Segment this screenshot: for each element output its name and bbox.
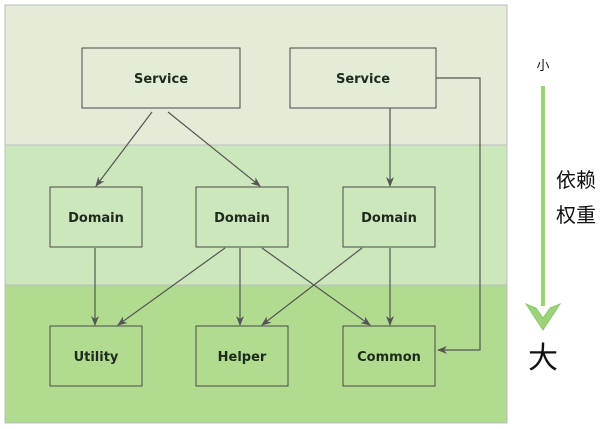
node-label: Domain [68, 211, 124, 226]
edge-domain2-common [261, 247, 371, 326]
node-label: Domain [361, 211, 417, 226]
weight-arrow-shaft [541, 86, 545, 306]
legend-middle-line1: 依赖 [556, 168, 596, 192]
node-service-1: Service [81, 47, 241, 109]
weight-legend: 小 依赖 权重 大 [524, 59, 596, 376]
node-utility: Utility [49, 325, 143, 387]
node-label: Utility [74, 350, 119, 365]
edge-domain2-utility [117, 247, 226, 326]
node-domain-1: Domain [49, 186, 143, 248]
service-layer [4, 4, 508, 146]
edge-domain3-helper [261, 247, 363, 326]
base-layer [4, 284, 508, 424]
domain-layer [4, 144, 508, 286]
node-domain-2: Domain [195, 186, 289, 248]
node-label: Common [357, 350, 421, 365]
node-service-2: Service [289, 47, 437, 109]
legend-middle-line2: 权重 [556, 203, 596, 227]
legend-top-label: 小 [536, 59, 549, 74]
weight-arrow-head [524, 302, 562, 331]
edge-service1-domain1 [95, 111, 153, 187]
node-label: Service [134, 72, 188, 87]
node-domain-3: Domain [342, 186, 436, 248]
node-common: Common [342, 325, 436, 387]
node-helper: Helper [195, 325, 289, 387]
dependency-edges [91, 77, 481, 354]
node-label: Service [336, 72, 390, 87]
edge-service2-common [436, 77, 481, 354]
node-label: Helper [218, 350, 267, 365]
node-label: Domain [214, 211, 270, 226]
edge-service1-domain2 [167, 111, 261, 187]
legend-bottom-label: 大 [528, 341, 558, 376]
